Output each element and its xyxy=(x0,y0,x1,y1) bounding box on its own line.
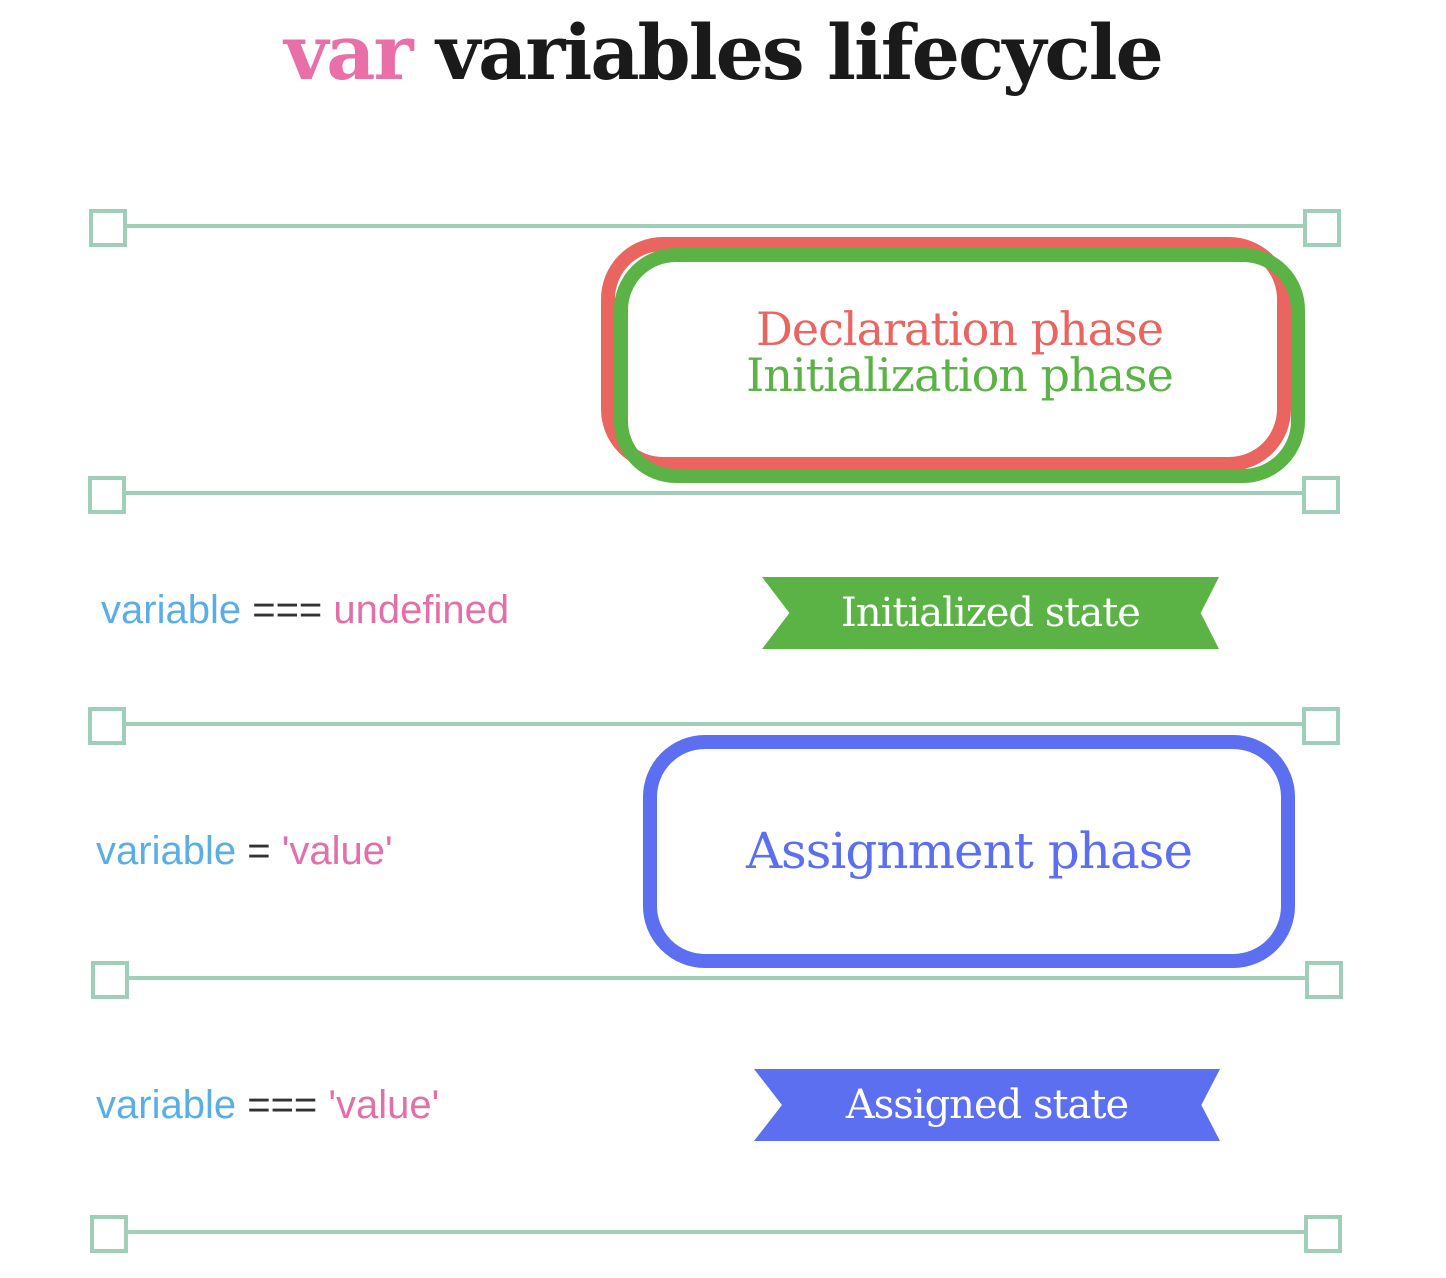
line-endpoint-square xyxy=(1305,961,1343,999)
line-endpoint-square xyxy=(88,707,126,745)
initialization-phase-box xyxy=(614,248,1305,483)
page-title: var variables lifecycle xyxy=(0,8,1446,97)
initialized-state-label: Initialized state xyxy=(841,590,1141,636)
assignment-phase-label: Assignment phase xyxy=(745,822,1193,880)
title-keyword: var xyxy=(284,8,413,97)
code-variable: variable xyxy=(101,588,242,632)
code-variable: variable xyxy=(96,1083,237,1127)
declaration-phase-label: Declaration phase xyxy=(756,302,1164,356)
assigned-state-ribbon: Assigned state xyxy=(754,1069,1220,1141)
line-endpoint-square xyxy=(89,209,127,247)
initialized-state-ribbon: Initialized state xyxy=(762,577,1219,649)
title-rest: variables lifecycle xyxy=(436,8,1164,97)
timeline-line-1 xyxy=(107,224,1321,228)
assigned-state-label: Assigned state xyxy=(845,1082,1129,1128)
code-value: undefined xyxy=(333,588,510,632)
timeline-line-3 xyxy=(107,722,1321,726)
code-value: 'value' xyxy=(281,829,393,873)
assignment-phase-box xyxy=(643,735,1295,968)
line-endpoint-square xyxy=(1304,1215,1342,1253)
timeline-line-2 xyxy=(107,491,1321,495)
code-operator: === xyxy=(247,1083,318,1127)
initialization-phase-label: Initialization phase xyxy=(746,348,1174,402)
line-endpoint-square xyxy=(91,961,129,999)
code-value-check: variable === 'value' xyxy=(96,1083,439,1128)
code-undefined-check: variable === undefined xyxy=(101,588,509,633)
line-endpoint-square xyxy=(90,1215,128,1253)
line-endpoint-square xyxy=(1302,476,1340,514)
code-operator: = xyxy=(247,829,271,873)
line-endpoint-square xyxy=(88,476,126,514)
line-endpoint-square xyxy=(1303,209,1341,247)
code-variable: variable xyxy=(96,829,237,873)
code-operator: === xyxy=(252,588,323,632)
timeline-line-4 xyxy=(107,976,1321,980)
line-endpoint-square xyxy=(1302,707,1340,745)
code-assignment: variable = 'value' xyxy=(96,829,393,874)
code-value: 'value' xyxy=(328,1083,440,1127)
timeline-line-5 xyxy=(107,1230,1321,1234)
